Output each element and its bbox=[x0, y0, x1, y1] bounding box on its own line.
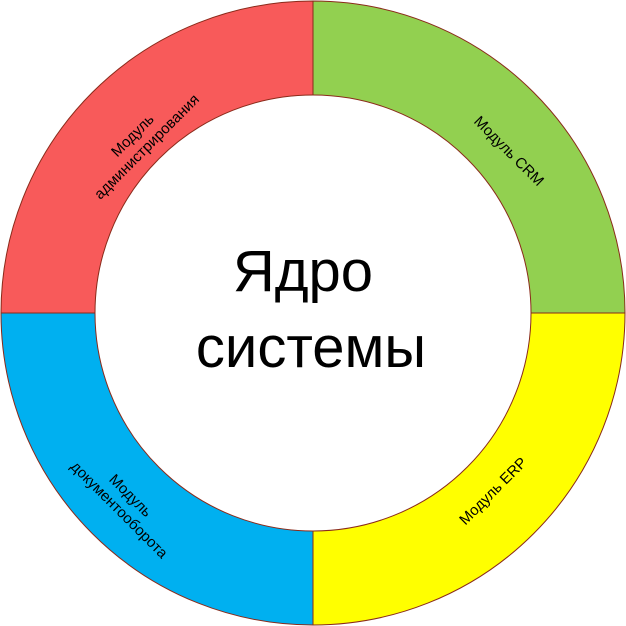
core-label: Ядро системы bbox=[196, 239, 426, 380]
core-label-line-1: Ядро bbox=[233, 239, 373, 304]
core-circle bbox=[94, 94, 532, 532]
core-label-line-2: системы bbox=[196, 315, 426, 380]
